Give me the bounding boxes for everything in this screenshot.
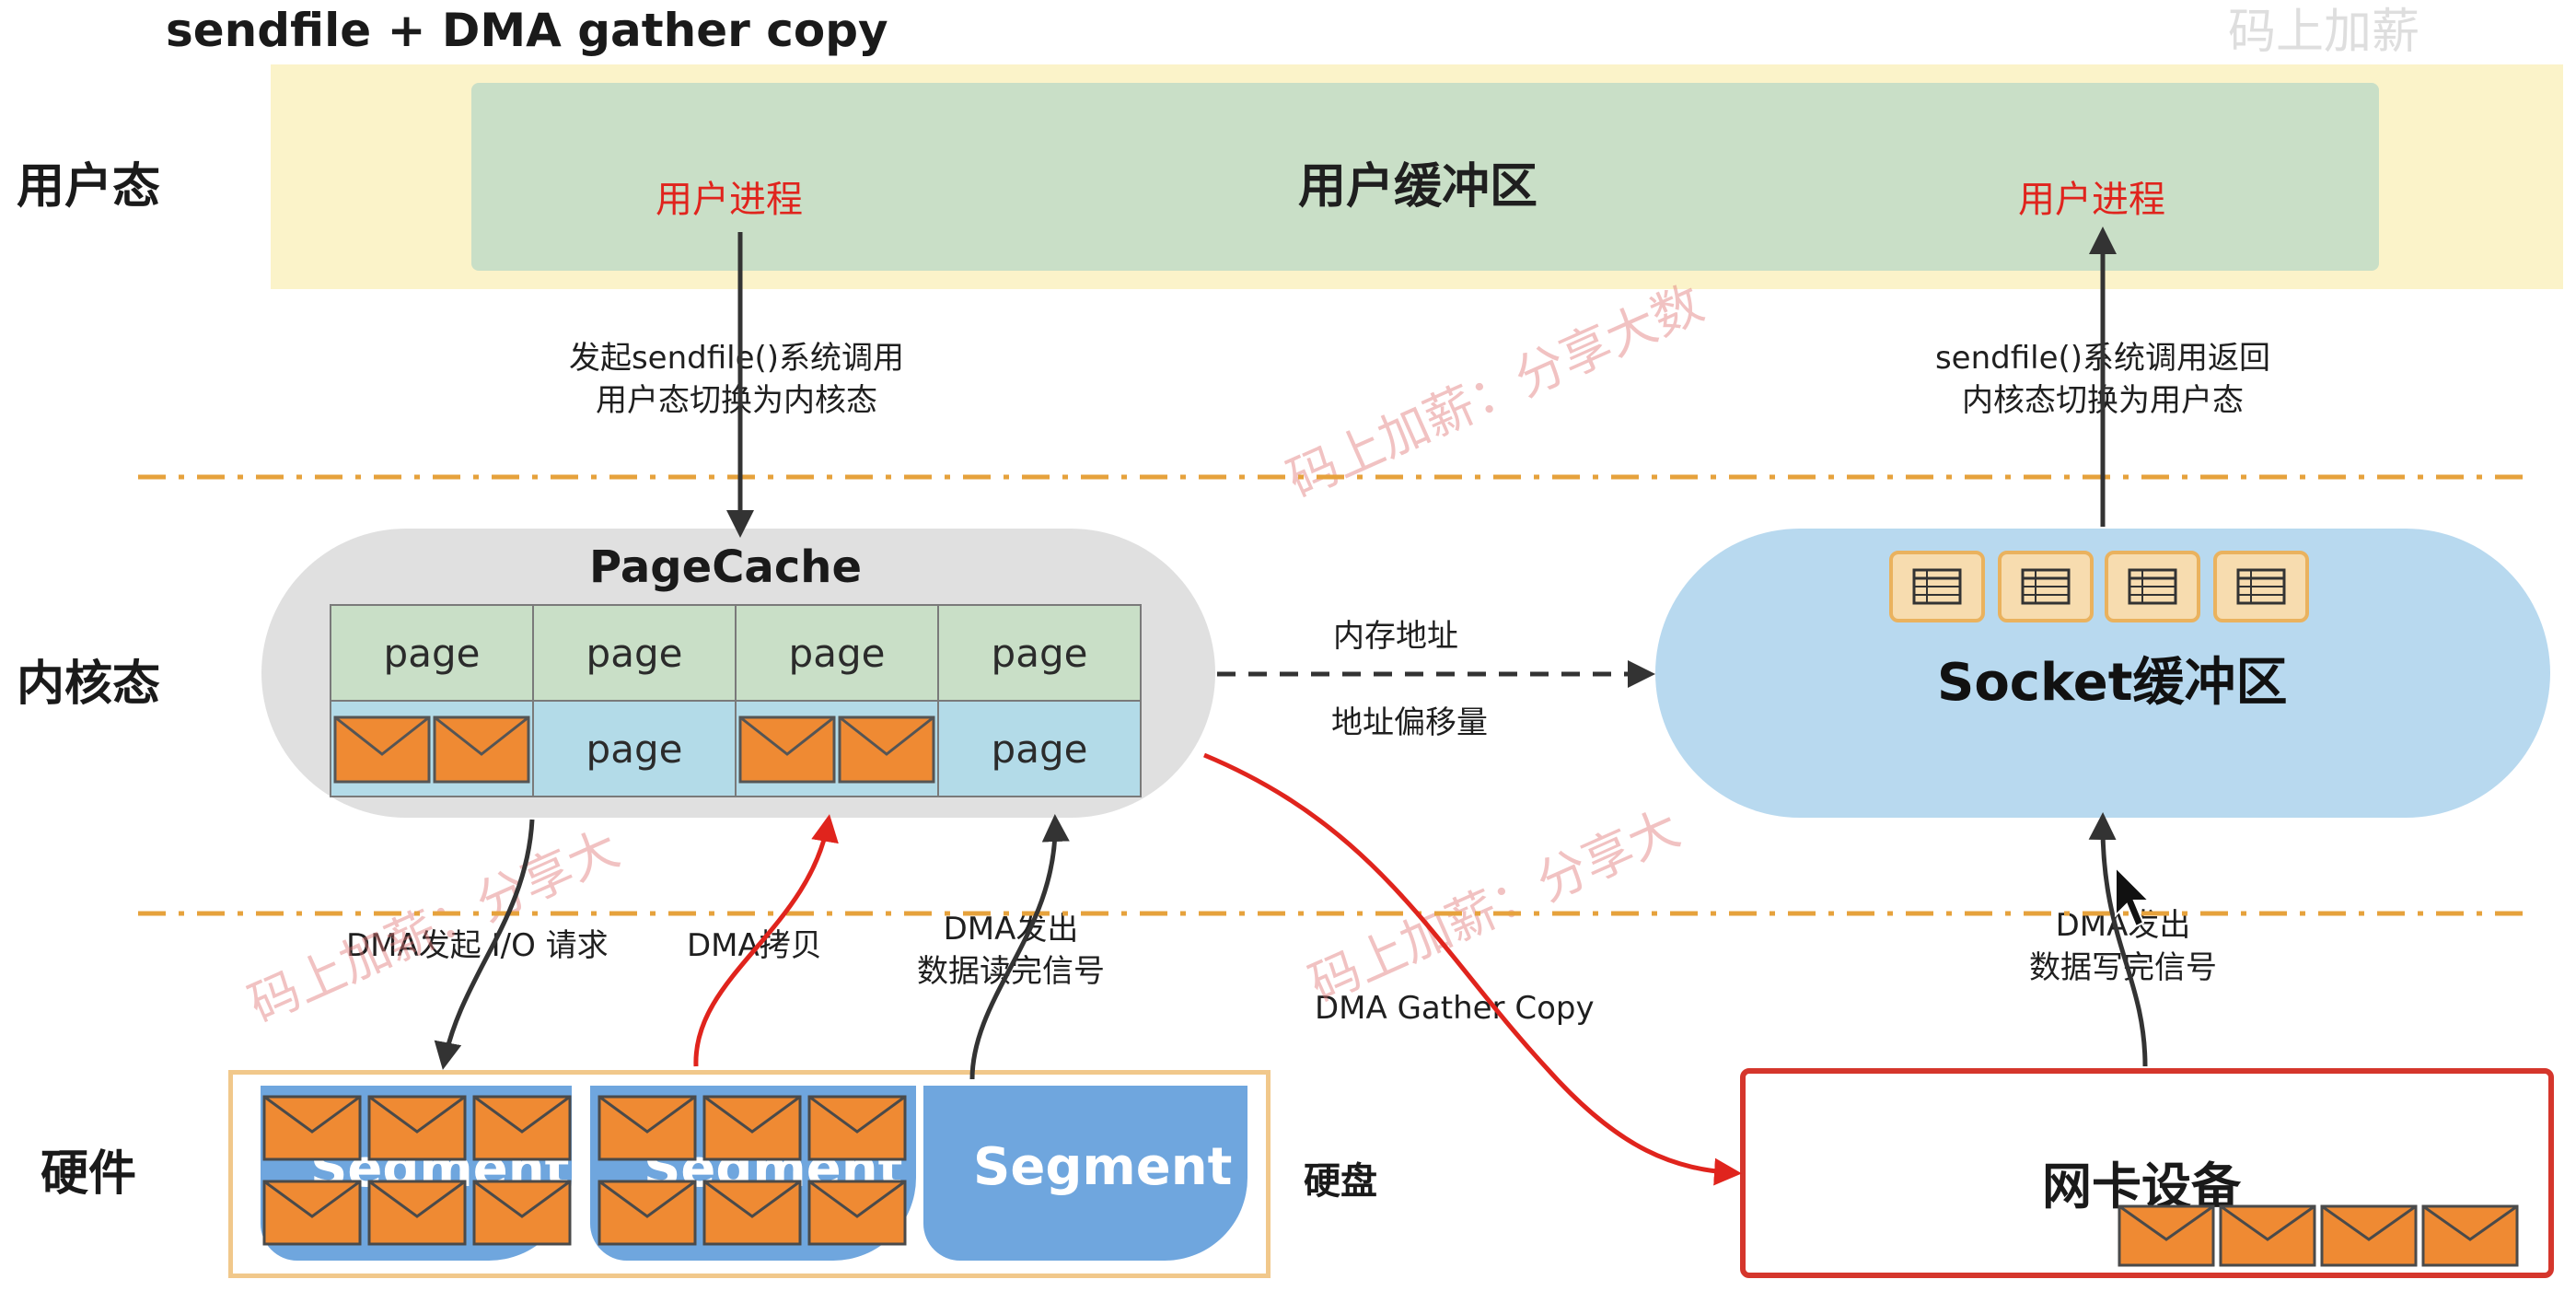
table-icon: [2213, 551, 2309, 622]
arrow-dma-write-done: [2088, 812, 2148, 1067]
envelope-group-icon: [262, 1095, 572, 1246]
envelope-pair-icon: [738, 715, 935, 784]
page-cell: page: [532, 700, 737, 797]
page-cell-loaded: [330, 700, 534, 797]
dma-read-done-line1: DMA发出: [943, 911, 1079, 948]
page-cell: page: [937, 604, 1142, 702]
arrow-dma-io-request: [434, 819, 535, 1070]
layer-label-hardware: 硬件: [41, 1146, 137, 1202]
table-icon: [1998, 551, 2094, 622]
page-cell: page: [735, 604, 939, 702]
user-buffer: [471, 83, 2379, 271]
dma-io-request-label: DMA发起 I/O 请求: [346, 927, 609, 964]
sendfile-call-line1: 发起sendfile()系统调用: [568, 340, 905, 377]
page-cell: page: [937, 700, 1142, 797]
page-cell: page: [532, 604, 737, 702]
disk-label: 硬盘: [1304, 1160, 1377, 1203]
arrow-dma-read-done: [969, 814, 1070, 1080]
segment-label: Segment: [973, 1137, 1233, 1197]
table-icon: [2105, 551, 2200, 622]
diagram-title: sendfile + DMA gather copy: [166, 4, 888, 57]
dma-copy-label: DMA拷贝: [687, 927, 822, 964]
envelope-group-icon: [598, 1095, 907, 1246]
user-process-right: 用户进程: [2018, 179, 2165, 221]
layer-label-kernel: 内核态: [17, 657, 161, 712]
pagecache-title: PageCache: [589, 541, 862, 593]
disk-container: Segment Segment Segment: [228, 1070, 1271, 1278]
arrow-dma-gather-copy: [1203, 752, 1742, 1186]
sendfile-call-line2: 用户态切换为内核态: [596, 382, 877, 419]
layer-label-user: 用户态: [17, 159, 161, 215]
pagecache-grid: page page page page page page: [330, 604, 1142, 797]
table-icon: [1889, 551, 1985, 622]
dma-gather-copy-label: DMA Gather Copy: [1315, 990, 1595, 1027]
socket-buffer-container: [1655, 529, 2550, 818]
corner-watermark: 码上加薪: [2228, 5, 2420, 60]
arrow-dma-copy: [693, 814, 839, 1067]
socket-buffer-label: Socket缓冲区: [1937, 653, 2288, 713]
user-buffer-label: 用户缓冲区: [1298, 159, 1538, 215]
page-cell: page: [330, 604, 534, 702]
segment: [923, 1086, 1247, 1261]
memory-address-label: 内存地址: [1333, 618, 1458, 655]
sendfile-call-annotation: 发起sendfile()系统调用 用户态切换为内核态: [551, 337, 922, 422]
user-process-left: 用户进程: [656, 179, 803, 221]
cursor-icon: [2115, 865, 2152, 928]
envelope-row-icon: [2118, 1204, 2519, 1267]
address-offset-label: 地址偏移量: [1331, 704, 1488, 741]
envelope-pair-icon: [333, 715, 530, 784]
